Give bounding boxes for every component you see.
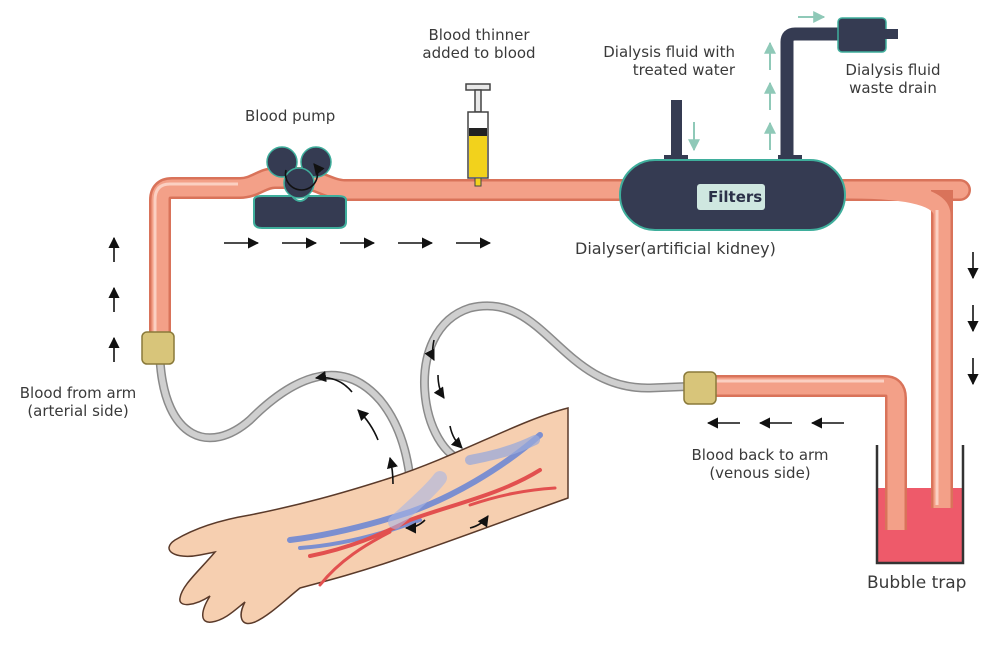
blood-back-line-1: Blood back to arm (691, 446, 829, 464)
blood-from-arm-line-1: Blood from arm (19, 384, 137, 402)
blood-pump (253, 146, 347, 229)
dialysis-drain-pipe (764, 11, 898, 163)
blood-thinner-line-1: Blood thinner (428, 26, 530, 44)
venous-tubing-right (849, 181, 953, 508)
access-flow-arrows (314, 339, 489, 534)
venous-connector (683, 371, 717, 405)
dialysis-fluid-drain-line-2: waste drain (849, 79, 937, 97)
drain-valve (837, 17, 887, 53)
blood-back-label: Blood back to arm (venous side) (680, 446, 840, 482)
bubble-trap-label: Bubble trap (867, 573, 967, 593)
dialysis-fluid-inlet (664, 100, 700, 163)
pump-rotation-icon (284, 163, 325, 191)
grey-access-tubes (155, 301, 705, 503)
blood-thinner-line-2: added to blood (422, 44, 536, 62)
blood-from-arm-label: Blood from arm (arterial side) (8, 384, 148, 420)
venous-tubing-return (700, 375, 907, 530)
filters-label: Filters (708, 188, 763, 206)
filters-box (697, 184, 765, 210)
blood-back-line-2: (venous side) (709, 464, 811, 482)
blood-from-arm-line-2: (arterial side) (27, 402, 129, 420)
syringe-icon (465, 83, 491, 187)
blood-thinner-label: Blood thinner added to blood (404, 26, 554, 62)
dialysis-fluid-drain-label: Dialysis fluid waste drain (838, 61, 948, 97)
bubble-trap-container (875, 445, 965, 565)
arterial-tubing (149, 167, 971, 359)
dialysis-fluid-drain-line-1: Dialysis fluid (845, 61, 941, 79)
dialyser-label: Dialyser(artificial kidney) (575, 239, 776, 258)
blood-pump-label: Blood pump (245, 107, 336, 125)
dialysis-fluid-in-line-2: treated water (632, 61, 735, 79)
arterial-connector (141, 331, 175, 365)
arm-illustration (168, 407, 569, 625)
dialysis-fluid-in-line-1: Dialysis fluid with (603, 43, 735, 61)
dialysis-fluid-in-label: Dialysis fluid with treated water (585, 43, 735, 79)
dialyser (619, 159, 846, 231)
